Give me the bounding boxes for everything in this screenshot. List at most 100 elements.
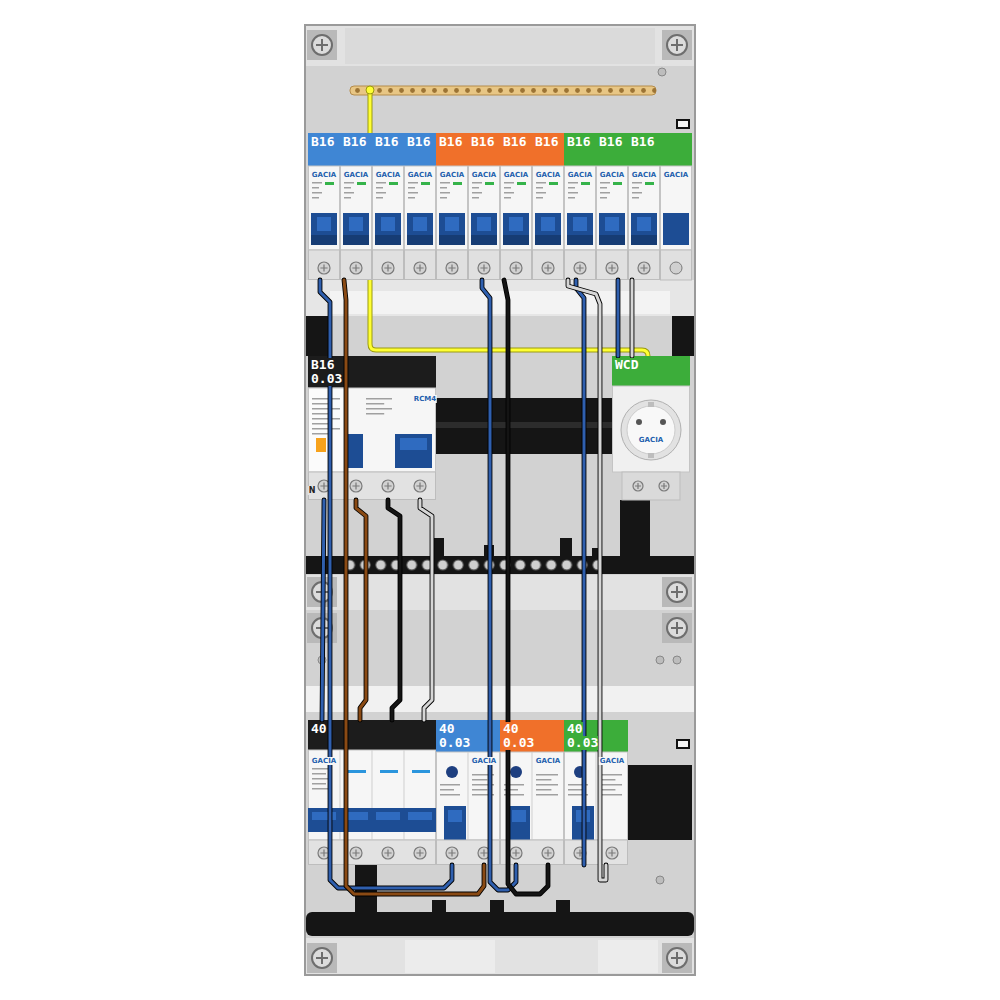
lever-grip: [477, 217, 491, 231]
rating-label: B16: [631, 135, 654, 149]
fine-print: [504, 187, 511, 189]
fine-print: [440, 789, 454, 791]
breaker-body: [309, 388, 436, 472]
fine-print: [312, 788, 332, 790]
label-group: B16: [628, 133, 657, 149]
screw-slot: [320, 849, 327, 856]
wire-casing: [504, 280, 548, 894]
rating-label: 0.03: [567, 736, 598, 750]
din-rail-groove: [436, 422, 612, 428]
fine-print: [504, 794, 524, 796]
fine-print: [376, 187, 383, 189]
screw-slot: [320, 264, 327, 271]
maker-label: GACIA: [535, 171, 561, 179]
terminal-block: [341, 250, 372, 280]
fine-print: [600, 794, 622, 796]
terminal-screw: [638, 262, 650, 274]
terminal-block: [309, 250, 340, 280]
terminal-block: [565, 840, 628, 865]
fine-print: [600, 182, 610, 184]
top-cap: [306, 26, 694, 66]
wire-casing: [388, 500, 400, 720]
lever-grip: [512, 810, 526, 822]
terminal-block: [469, 250, 500, 280]
blank-module-lever: [663, 213, 689, 245]
breaker-lever: [343, 213, 369, 245]
bar-post: [432, 538, 444, 558]
fine-print: [312, 413, 332, 415]
pole-indicator: [380, 770, 398, 773]
terminal-screw: [350, 847, 362, 859]
screw-slot: [635, 483, 641, 489]
frame-post: [556, 900, 570, 914]
circuit-breaker: B16: [308, 133, 340, 280]
label-group: 400.03: [564, 720, 601, 750]
status-indicator: [517, 182, 526, 185]
busbar: [350, 86, 656, 95]
terminal-screw: [382, 847, 394, 859]
breaker-body: [469, 166, 500, 250]
fine-print: [568, 187, 575, 189]
fine-print: [504, 197, 511, 199]
breaker-body: [437, 166, 468, 250]
screw-slot: [544, 264, 551, 271]
wire-casing: [482, 280, 516, 890]
lever-grip: [413, 217, 427, 231]
status-indicator: [389, 182, 398, 185]
screw-slot: [320, 482, 327, 489]
pole-divider: [596, 752, 597, 840]
terminal-screw: [414, 480, 426, 492]
fine-print: [568, 794, 588, 796]
breaker-body: [597, 166, 628, 250]
rating-label: B16: [567, 135, 590, 149]
fine-print: [568, 197, 575, 199]
wire: [618, 280, 619, 356]
lever-base: [471, 235, 497, 245]
lever-grip: [576, 810, 590, 822]
fine-print: [312, 398, 340, 400]
rating-label: 40: [503, 722, 519, 736]
fine-print: [440, 784, 460, 786]
fine-print: [632, 182, 642, 184]
label-group: WCD: [612, 356, 641, 372]
fine-print: [504, 182, 514, 184]
fine-print: [312, 423, 332, 425]
terminal-block: [501, 250, 532, 280]
maker-label: GACIA: [567, 171, 593, 179]
breaker-body: [309, 166, 340, 250]
circuit-breaker: B16: [596, 133, 628, 280]
rating-label: 40: [567, 722, 583, 736]
wire: [504, 280, 548, 894]
fine-print: [440, 187, 447, 189]
breaker-lever: [471, 213, 497, 245]
breaker-lever: [439, 213, 465, 245]
label-group: B160.03: [308, 356, 345, 386]
device-drawing: [628, 133, 660, 280]
fine-print: [312, 433, 332, 435]
rivet: [658, 68, 666, 76]
terminal-screw: [414, 847, 426, 859]
terminal-screw: [414, 262, 426, 274]
fine-print: [568, 789, 582, 791]
fine-print: [408, 187, 415, 189]
circuit-breaker: B16: [468, 133, 500, 280]
lever-grip: [541, 217, 555, 231]
fine-print: [312, 187, 319, 189]
lever-grip: [509, 217, 523, 231]
breaker-body: [533, 166, 564, 250]
lever-base: [599, 235, 625, 245]
terminal-block: [373, 250, 404, 280]
status-indicator: [453, 182, 462, 185]
label-group: B16: [308, 133, 337, 149]
label-group: B16: [596, 133, 625, 149]
circuit-breaker: B16: [564, 133, 596, 280]
fine-print: [312, 408, 340, 410]
wire: [344, 280, 484, 894]
lever-grip: [344, 812, 368, 820]
test-button: [574, 766, 586, 778]
test-button: [510, 766, 522, 778]
wire: [320, 280, 452, 888]
lever-grip: [637, 217, 651, 231]
residual-current-device: 400.03: [436, 720, 500, 865]
top-cap-band: [345, 28, 655, 64]
